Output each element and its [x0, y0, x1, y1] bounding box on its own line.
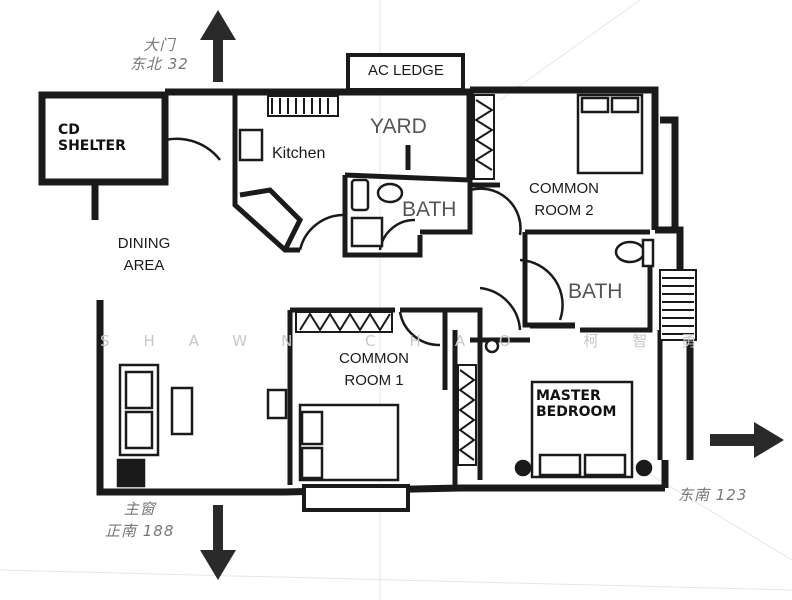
window-ledge-box: [302, 484, 410, 512]
fixtures: [116, 93, 655, 488]
common-room-1-line2: ROOM 1: [344, 372, 404, 389]
south-arrow-icon: [200, 505, 236, 580]
common-room-1-label: COMMON ROOM 1: [322, 348, 426, 392]
southeast-annotation: 东南 123: [678, 486, 748, 504]
master-bedroom-label: MASTER BEDROOM: [536, 388, 616, 420]
east-arrow-icon: [710, 422, 784, 458]
entrance-annotation: 大门 东北 32: [130, 36, 189, 74]
dining-area-label: DINING AREA: [108, 233, 180, 277]
watermark: SHAWN CHAO 柯智勇: [100, 332, 731, 350]
common-room-2-line1: COMMON: [529, 180, 599, 197]
dining-line2: AREA: [123, 257, 165, 274]
direction-arrows: [200, 10, 784, 580]
master-line1: MASTER: [536, 388, 601, 404]
dining-line1: DINING: [117, 235, 171, 252]
north-arrow-icon: [200, 10, 236, 82]
common-room-2-line2: ROOM 2: [534, 202, 594, 219]
common-room-1-line1: COMMON: [339, 350, 409, 367]
main-window-annotation: 主窗 正南 188: [105, 498, 174, 542]
main-window-line2: 正南 188: [105, 522, 175, 540]
ac-ledge-label: AC LEDGE: [368, 62, 444, 79]
yard-label: YARD: [370, 115, 427, 138]
kitchen-label: Kitchen: [272, 145, 326, 162]
door-swings: [164, 137, 575, 347]
master-line2: BEDROOM: [536, 404, 617, 420]
ac-ledge-box: [346, 53, 465, 92]
shelter-label: CD SHELTER: [58, 122, 126, 154]
entrance-line1: 大门: [143, 36, 176, 54]
main-window-line1: 主窗: [123, 500, 156, 518]
bath-1-label: BATH: [402, 198, 457, 221]
bath-2-label: BATH: [568, 280, 623, 303]
wardrobes: [267, 94, 697, 466]
shelter-label-line1: CD: [58, 122, 80, 138]
shelter-label-line2: SHELTER: [58, 138, 126, 154]
entrance-line2: 东北 32: [130, 55, 189, 73]
common-room-2-label: COMMON ROOM 2: [512, 178, 616, 222]
